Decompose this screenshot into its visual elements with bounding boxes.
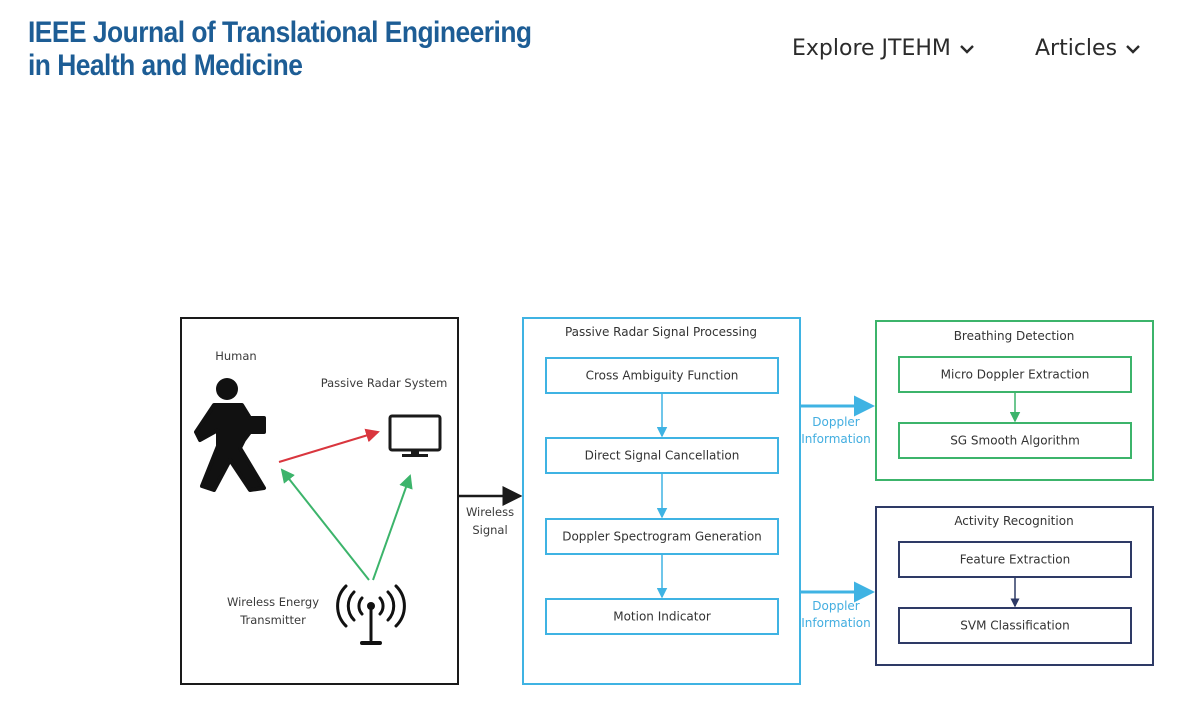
breathing-step-label: Micro Doppler Extraction	[941, 368, 1090, 382]
breathing-step-box	[898, 356, 1132, 393]
nav-articles[interactable]: Articles	[1035, 36, 1141, 61]
breathing-detection-box	[875, 320, 1154, 481]
nav-explore-jtehm[interactable]: Explore JTEHM	[792, 36, 975, 61]
processing-step-label: Motion Indicator	[613, 610, 711, 624]
journal-title-line1: IEEE Journal of Translational Engineerin…	[28, 16, 532, 49]
chevron-down-icon	[960, 44, 974, 54]
activity-step-label: SVM Classification	[960, 619, 1069, 633]
doppler-info-label-2-line1: Doppler	[812, 599, 860, 613]
breathing-step-box	[898, 422, 1132, 459]
breathing-step-label: SG Smooth Algorithm	[950, 434, 1080, 448]
processing-title: Passive Radar Signal Processing	[565, 325, 757, 339]
doppler-info-label-2-line2: Information	[801, 616, 870, 630]
processing-step-label: Doppler Spectrogram Generation	[562, 530, 762, 544]
walking-person-icon	[194, 378, 266, 492]
activity-step-box	[898, 607, 1132, 644]
processing-box	[522, 317, 801, 685]
environment-box	[180, 317, 459, 685]
activity-step-label: Feature Extraction	[960, 553, 1070, 567]
nav-explore-label: Explore JTEHM	[792, 36, 951, 61]
processing-step-box	[545, 437, 779, 474]
activity-step-box	[898, 541, 1132, 578]
activity-recognition-box	[875, 506, 1154, 666]
journal-title[interactable]: IEEE Journal of Translational Engineerin…	[28, 16, 532, 82]
reflected-signal-arrow	[278, 428, 380, 463]
wireless-signal-label-line1: Wireless	[466, 505, 514, 519]
transmitter-label-line1: Wireless Energy	[227, 595, 319, 609]
processing-step-label: Direct Signal Cancellation	[585, 449, 740, 463]
doppler-info-label-1-line1: Doppler	[812, 415, 860, 429]
transmitter-label-line2: Transmitter	[239, 613, 306, 627]
processing-step-label: Cross Ambiguity Function	[586, 369, 739, 383]
doppler-info-label-1-line2: Information	[801, 432, 870, 446]
nav-articles-label: Articles	[1035, 36, 1118, 61]
human-label: Human	[215, 349, 256, 363]
monitor-icon	[388, 414, 442, 457]
breathing-title: Breathing Detection	[954, 329, 1075, 343]
radar-label: Passive Radar System	[321, 376, 448, 390]
processing-step-box	[545, 598, 779, 635]
activity-title: Activity Recognition	[954, 514, 1073, 528]
transmit-to-radar-arrow	[372, 474, 413, 581]
journal-title-line2: in Health and Medicine	[28, 49, 303, 82]
transmit-to-human-arrow	[280, 468, 370, 581]
chevron-down-icon	[1126, 44, 1140, 54]
processing-step-box	[545, 518, 779, 555]
wireless-signal-label-line2: Signal	[472, 523, 507, 537]
antenna-transmitter-icon	[336, 584, 406, 645]
